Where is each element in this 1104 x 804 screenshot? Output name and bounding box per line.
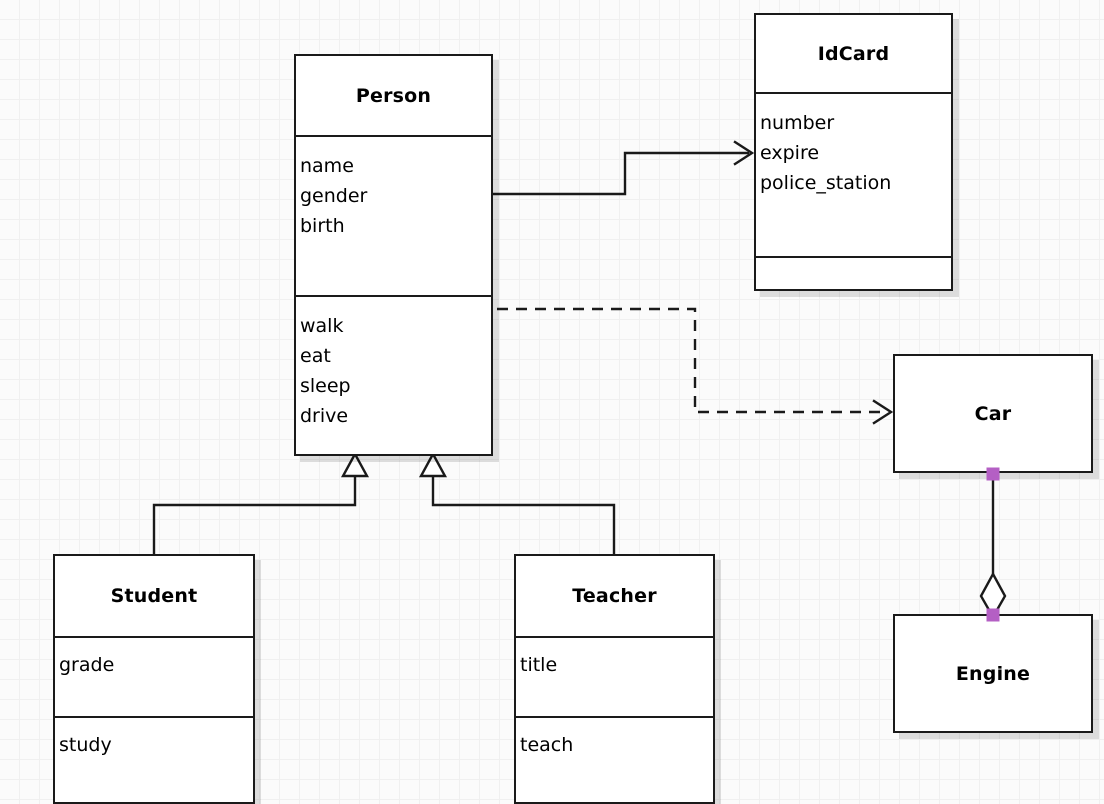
class-attributes-teacher: title bbox=[516, 636, 713, 716]
attribute-item: grade bbox=[59, 654, 115, 676]
class-title-person: Person bbox=[296, 56, 491, 135]
uml-class-teacher[interactable]: Teacher title teach bbox=[514, 554, 715, 804]
uml-class-car[interactable]: Car bbox=[893, 354, 1093, 473]
attribute-item: expire bbox=[760, 142, 820, 164]
class-operations-teacher: teach bbox=[516, 716, 713, 802]
class-name-label: Person bbox=[355, 84, 432, 107]
class-attributes-student: grade bbox=[55, 636, 253, 716]
class-attributes-idcard: number expire police_station bbox=[756, 92, 951, 256]
attribute-item: name bbox=[300, 155, 354, 177]
uml-class-student[interactable]: Student grade study bbox=[53, 554, 255, 804]
attribute-item: police_station bbox=[760, 172, 892, 194]
class-title-teacher: Teacher bbox=[516, 556, 713, 636]
relationship-dependency-person-car[interactable] bbox=[497, 307, 894, 425]
relationship-association-person-idcard[interactable] bbox=[493, 140, 755, 196]
hollow-triangle-arrowhead-icon bbox=[340, 451, 370, 478]
connection-handle-car-bottom[interactable] bbox=[986, 467, 1000, 481]
open-arrowhead-icon bbox=[733, 140, 755, 166]
class-title-student: Student bbox=[55, 556, 253, 636]
dependency-line bbox=[497, 307, 888, 414]
operation-item: study bbox=[59, 734, 112, 756]
class-title-idcard: IdCard bbox=[756, 15, 951, 92]
relationship-aggregation-car-engine[interactable] bbox=[979, 474, 1007, 620]
association-line bbox=[493, 151, 749, 196]
class-operations-person: walk eat sleep drive bbox=[296, 295, 491, 454]
hollow-triangle-arrowhead-icon bbox=[418, 451, 448, 478]
generalization-line bbox=[152, 474, 357, 554]
relationship-generalization-teacher-person[interactable] bbox=[418, 451, 616, 554]
open-arrowhead-icon bbox=[872, 399, 894, 425]
class-operations-student: study bbox=[55, 716, 253, 802]
operation-item: eat bbox=[300, 345, 331, 367]
attribute-item: gender bbox=[300, 185, 368, 207]
uml-class-person[interactable]: Person name gender birth walk eat sleep … bbox=[294, 54, 493, 456]
class-name-label: Car bbox=[974, 402, 1012, 425]
class-name-label: IdCard bbox=[817, 42, 890, 65]
generalization-line bbox=[431, 474, 616, 554]
attribute-item: number bbox=[760, 112, 835, 134]
attribute-item: title bbox=[520, 654, 558, 676]
class-name-label: Student bbox=[110, 585, 198, 607]
uml-class-engine[interactable]: Engine bbox=[893, 614, 1093, 733]
uml-class-idcard[interactable]: IdCard number expire police_station bbox=[754, 13, 953, 291]
operation-item: teach bbox=[520, 734, 574, 756]
class-title-car: Car bbox=[895, 356, 1091, 471]
attribute-item: birth bbox=[300, 215, 345, 237]
operation-item: sleep bbox=[300, 375, 351, 397]
connection-handle-engine-top[interactable] bbox=[986, 608, 1000, 622]
class-attributes-person: name gender birth bbox=[296, 135, 491, 295]
class-name-label: Engine bbox=[955, 662, 1031, 685]
relationship-generalization-student-person[interactable] bbox=[152, 451, 370, 554]
class-name-label: Teacher bbox=[572, 585, 657, 607]
class-operations-idcard bbox=[756, 256, 951, 289]
operation-item: drive bbox=[300, 405, 349, 427]
operation-item: walk bbox=[300, 315, 344, 337]
class-title-engine: Engine bbox=[895, 616, 1091, 731]
